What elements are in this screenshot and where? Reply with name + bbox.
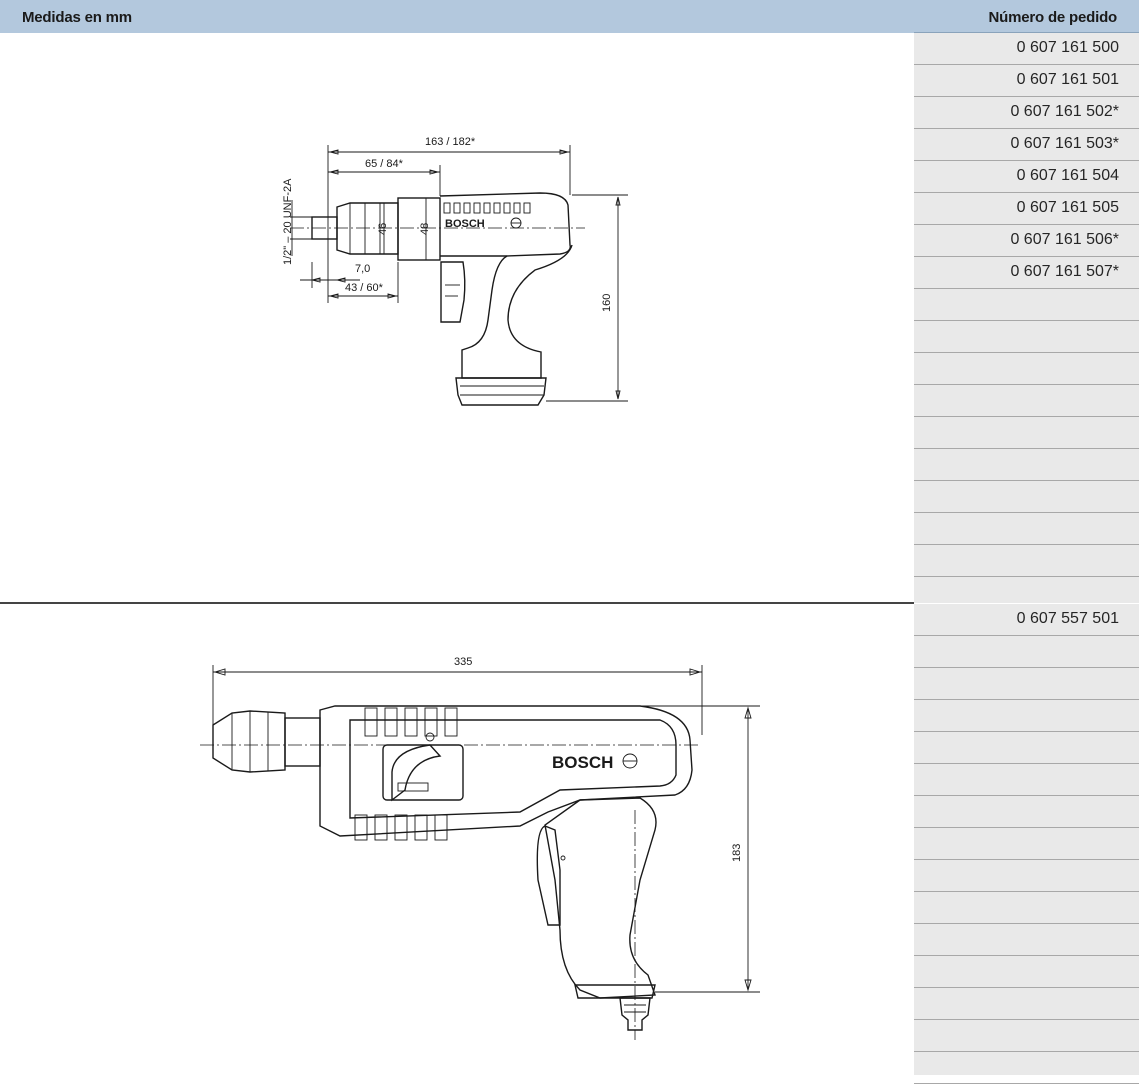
- order-number-row: 0 607 161 503*: [914, 129, 1139, 161]
- order-number-row: 0 607 161 506*: [914, 225, 1139, 257]
- order-number-row: [914, 1052, 1139, 1084]
- order-number-value: 0 607 161 505: [1016, 199, 1119, 216]
- order-number-column-bottom: 0 607 557 501: [914, 604, 1139, 1084]
- dim-spindle-label: 7,0: [355, 263, 370, 275]
- top-fins: [364, 707, 458, 737]
- trigger: [440, 261, 466, 323]
- order-number-row: [914, 796, 1139, 828]
- order-number-row: [914, 668, 1139, 700]
- order-number-row: [914, 764, 1139, 796]
- housing-grip: [439, 192, 573, 379]
- order-number-row: [914, 385, 1139, 417]
- order-number-row: 0 607 161 502*: [914, 97, 1139, 129]
- order-number-row: [914, 636, 1139, 668]
- handle-base: [574, 984, 656, 999]
- order-number-row: [914, 892, 1139, 924]
- order-number-value: 0 607 161 502*: [1010, 103, 1119, 120]
- dim-thread-label: 1/2" – 20 UNF-2A: [282, 178, 294, 265]
- order-number-row: 0 607 161 501: [914, 65, 1139, 97]
- header-underline: [914, 32, 1139, 33]
- order-number-row: [914, 353, 1139, 385]
- air-fitting: [619, 997, 651, 1031]
- order-number-value: 0 607 557 501: [1016, 610, 1119, 627]
- order-number-row: [914, 956, 1139, 988]
- drill-compact-body: BOSCH: [311, 192, 573, 406]
- dim-diameter-1-label: 46: [377, 223, 389, 235]
- order-number-row: 0 607 161 505: [914, 193, 1139, 225]
- order-number-row: [914, 545, 1139, 577]
- drawing-drill-compact: BOSCH 163 / 182* 65 / 84* 1/2" – 20 UNF-…: [282, 136, 628, 406]
- dim-front-label: 65 / 84*: [365, 158, 404, 170]
- drill-large-body: BOSCH: [212, 705, 693, 1031]
- header-order-number-cell: Número de pedido: [914, 0, 1139, 33]
- order-number-row: [914, 924, 1139, 956]
- dimension-lines: 163 / 182* 65 / 84* 1/2" – 20 UNF-2A 46 …: [282, 136, 628, 402]
- order-number-value: 0 607 161 507*: [1010, 263, 1119, 280]
- dim-nose-label: 43 / 60*: [345, 282, 384, 294]
- order-number-row: 0 607 557 501: [914, 604, 1139, 636]
- order-number-row: [914, 828, 1139, 860]
- order-number-value: 0 607 161 500: [1016, 39, 1119, 56]
- header-dimensions-cell: Medidas en mm: [0, 0, 914, 33]
- order-number-row: 0 607 161 500: [914, 33, 1139, 65]
- order-number-row: [914, 860, 1139, 892]
- order-number-row: [914, 732, 1139, 764]
- bottom-fins: [354, 814, 448, 841]
- dimension-lines: 335 183: [212, 656, 760, 993]
- dim-length-label: 163 / 182*: [425, 136, 476, 148]
- handle: [544, 797, 657, 999]
- table-header: Medidas en mm Número de pedido: [0, 0, 1139, 33]
- base-cap: [455, 377, 547, 406]
- brand-label: BOSCH: [445, 218, 485, 230]
- selector-switch: [391, 744, 442, 802]
- order-number-value: 0 607 161 501: [1016, 71, 1119, 88]
- drawing-drill-large: BOSCH 335 183: [200, 656, 760, 1040]
- dim-diameter-2-label: 48: [419, 223, 431, 235]
- chuck-collar: [284, 717, 321, 767]
- order-number-row: [914, 988, 1139, 1020]
- order-number-row: [914, 700, 1139, 732]
- chuck: [212, 710, 286, 773]
- trigger: [536, 825, 561, 926]
- order-number-row: 0 607 161 507*: [914, 257, 1139, 289]
- order-number-row: 0 607 161 504: [914, 161, 1139, 193]
- dim-height-label: 160: [601, 294, 613, 312]
- order-number-row: [914, 1020, 1139, 1052]
- order-number-row: [914, 481, 1139, 513]
- brand-label: BOSCH: [552, 753, 613, 772]
- section-divider: [0, 602, 914, 604]
- order-number-value: 0 607 161 506*: [1010, 231, 1119, 248]
- order-number-row: [914, 513, 1139, 545]
- order-number-row: [914, 321, 1139, 353]
- order-number-column-top: 0 607 161 500 0 607 161 501 0 607 161 502*…: [914, 33, 1139, 609]
- order-number-row: [914, 417, 1139, 449]
- order-number-value: 0 607 161 504: [1016, 167, 1119, 184]
- collar: [397, 197, 441, 261]
- order-number-row: [914, 449, 1139, 481]
- header-order-number-label: Número de pedido: [988, 9, 1118, 26]
- switch-panel: [382, 744, 464, 801]
- dim-height-label: 183: [731, 844, 743, 862]
- vent-slots: [443, 202, 531, 214]
- dim-length-label: 335: [454, 656, 472, 668]
- order-number-row: [914, 289, 1139, 321]
- order-number-value: 0 607 161 503*: [1010, 135, 1119, 152]
- housing-inner: [349, 719, 677, 819]
- header-dimensions-label: Medidas en mm: [22, 9, 132, 26]
